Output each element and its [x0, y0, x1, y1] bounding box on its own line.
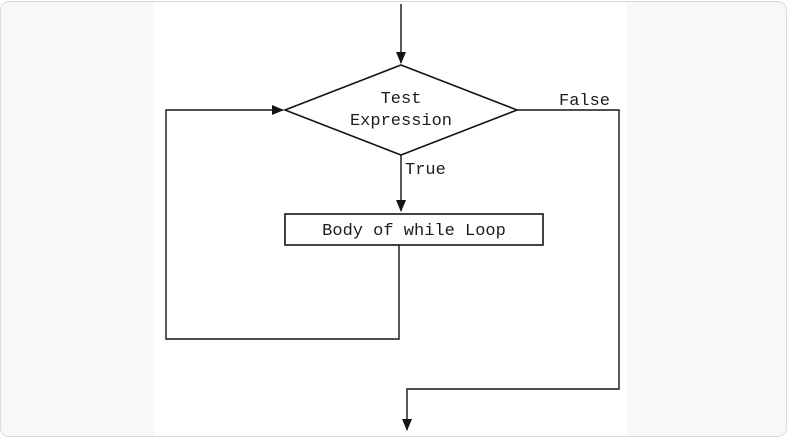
content-card — [0, 1, 787, 437]
flowchart-canvas — [154, 2, 627, 436]
